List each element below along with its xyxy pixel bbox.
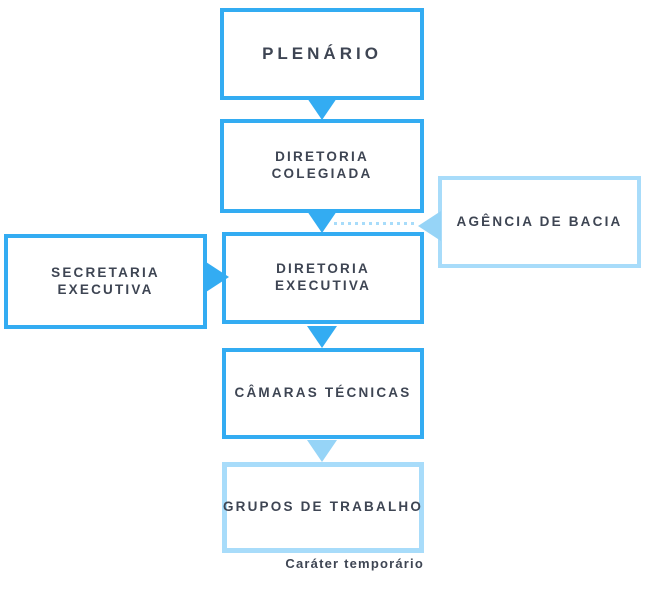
- node-secretaria-executiva-label: SECRETARIA EXECUTIVA: [51, 264, 160, 297]
- arrow-diretoria-colegiada-to-diretoria-executiva-icon: [307, 211, 337, 233]
- node-camaras-tecnicas: CÂMARAS TÉCNICAS: [222, 348, 424, 439]
- node-secretaria-executiva: SECRETARIA EXECUTIVA: [4, 234, 207, 329]
- arrow-plenario-to-diretoria-colegiada-icon: [307, 98, 337, 120]
- node-diretoria-executiva: DIRETORIA EXECUTIVA: [222, 232, 424, 324]
- node-diretoria-executiva-label: DIRETORIA EXECUTIVA: [274, 261, 372, 293]
- arrow-diretoria-executiva-to-camaras-tecnicas-icon: [307, 326, 337, 348]
- node-plenario-label: PLENÁRIO: [262, 44, 382, 64]
- node-agencia-de-bacia-label: AGÊNCIA DE BACIA: [456, 213, 623, 229]
- node-grupos-de-trabalho: GRUPOS DE TRABALHO: [222, 462, 424, 553]
- node-grupos-de-trabalho-label: GRUPOS DE TRABALHO: [222, 499, 424, 515]
- dotted-connector-agencia-de-bacia: [334, 222, 418, 225]
- node-camaras-tecnicas-label: CÂMARAS TÉCNICAS: [234, 385, 412, 401]
- node-plenario: PLENÁRIO: [220, 8, 424, 100]
- node-diretoria-colegiada-label: DIRETORIA COLEGIADA: [271, 149, 373, 181]
- node-diretoria-colegiada: DIRETORIA COLEGIADA: [220, 119, 424, 213]
- temporary-character-caption: Caráter temporário: [285, 556, 424, 571]
- node-agencia-de-bacia: AGÊNCIA DE BACIA: [438, 176, 641, 268]
- arrow-agencia-de-bacia-to-diretoria-icon: [418, 211, 441, 241]
- arrow-secretaria-executiva-to-diretoria-executiva-icon: [206, 262, 229, 292]
- arrow-camaras-tecnicas-to-grupos-de-trabalho-icon: [307, 440, 337, 462]
